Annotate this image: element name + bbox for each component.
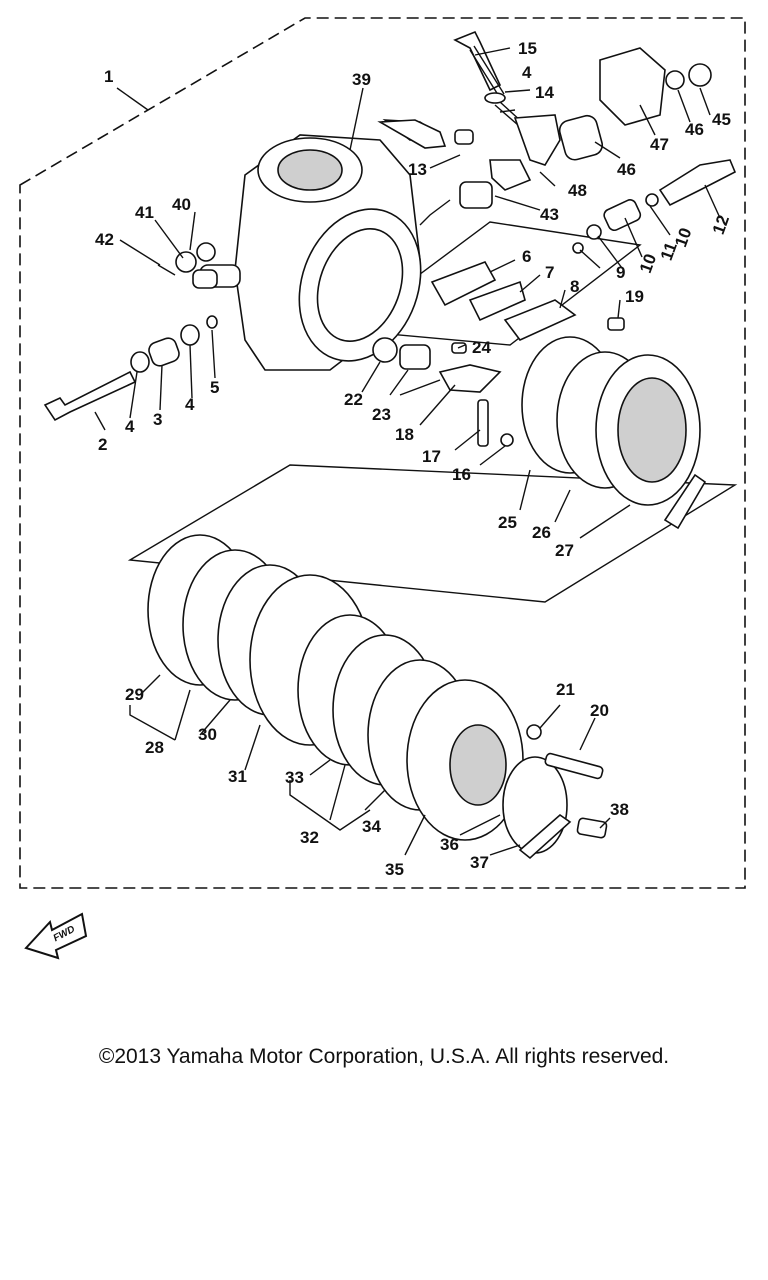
callout-41: 41 bbox=[135, 203, 154, 222]
callout-38: 38 bbox=[610, 800, 629, 819]
carburetor-body bbox=[199, 119, 443, 371]
callout-25: 25 bbox=[498, 513, 517, 532]
callout-9: 9 bbox=[616, 263, 625, 282]
callout-45: 45 bbox=[712, 110, 731, 129]
assembly-boundary bbox=[19, 17, 746, 889]
callout-46b: 46 bbox=[617, 160, 636, 179]
callout-24: 24 bbox=[472, 338, 491, 357]
callout-4b: 4 bbox=[125, 417, 135, 436]
callout-26: 26 bbox=[532, 523, 551, 542]
callout-39: 39 bbox=[352, 70, 371, 89]
callout-17: 17 bbox=[422, 447, 441, 466]
callout-28: 28 bbox=[145, 738, 164, 757]
callout-31: 31 bbox=[228, 767, 247, 786]
callout-7: 7 bbox=[545, 263, 554, 282]
lower-disc-stack bbox=[147, 534, 608, 860]
callout-37: 37 bbox=[470, 853, 489, 872]
callout-29: 29 bbox=[125, 685, 144, 704]
callout-14: 14 bbox=[535, 83, 554, 102]
callout-35: 35 bbox=[385, 860, 404, 879]
right-disc-stack bbox=[521, 336, 707, 530]
left-parts bbox=[43, 242, 218, 422]
mid-parts bbox=[372, 337, 514, 447]
callout-20: 20 bbox=[590, 701, 609, 720]
callout-5: 5 bbox=[210, 378, 219, 397]
callout-36: 36 bbox=[440, 835, 459, 854]
callout-42: 42 bbox=[95, 230, 114, 249]
callout-22: 22 bbox=[344, 390, 363, 409]
callout-6: 6 bbox=[522, 247, 531, 266]
leader-lines bbox=[94, 47, 721, 856]
callout-4c: 4 bbox=[185, 395, 195, 414]
callout-8: 8 bbox=[570, 277, 579, 296]
upper-right-parts bbox=[377, 30, 737, 341]
callout-15: 15 bbox=[518, 39, 537, 58]
callout-34: 34 bbox=[362, 817, 381, 836]
callout-3: 3 bbox=[153, 410, 162, 429]
callout-1: 1 bbox=[104, 67, 113, 86]
callout-11: 11 bbox=[657, 240, 681, 263]
callout-2: 2 bbox=[98, 435, 107, 454]
callout-46a: 46 bbox=[685, 120, 704, 139]
callout-32: 32 bbox=[300, 828, 319, 847]
callout-27: 27 bbox=[555, 541, 574, 560]
mid-group-outline bbox=[343, 221, 642, 346]
callout-47: 47 bbox=[650, 135, 669, 154]
forward-arrow-icon: FWD bbox=[24, 912, 88, 960]
copyright-notice: ©2013 Yamaha Motor Corporation, U.S.A. A… bbox=[98, 1045, 670, 1068]
callout-43: 43 bbox=[540, 205, 559, 224]
lower-group-outline bbox=[127, 464, 738, 603]
callout-4a: 4 bbox=[522, 63, 532, 82]
callout-19: 19 bbox=[625, 287, 644, 306]
callout-30: 30 bbox=[198, 725, 217, 744]
callout-23: 23 bbox=[372, 405, 391, 424]
callout-48: 48 bbox=[568, 181, 587, 200]
parts-diagram: 1 2 3 4 4 4 5 6 7 8 9 10 10 11 12 13 14 … bbox=[19, 17, 746, 889]
callout-12: 12 bbox=[709, 213, 733, 237]
callout-16: 16 bbox=[452, 465, 471, 484]
callout-33: 33 bbox=[285, 768, 304, 787]
callout-18: 18 bbox=[395, 425, 414, 444]
callout-21: 21 bbox=[556, 680, 575, 699]
callout-13: 13 bbox=[408, 160, 427, 179]
callout-40: 40 bbox=[172, 195, 191, 214]
